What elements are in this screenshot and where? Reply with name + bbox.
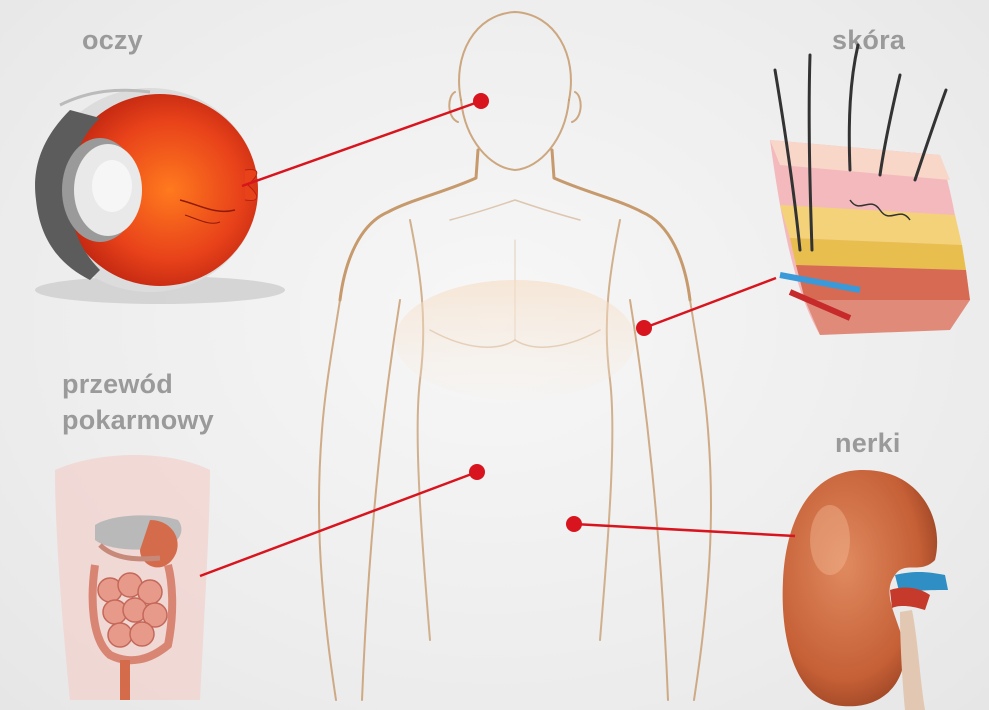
marker-kidneys xyxy=(566,516,582,532)
eye-anatomy-icon xyxy=(35,88,285,304)
marker-eyes xyxy=(473,93,489,109)
skin-layers-icon xyxy=(770,45,970,335)
torso-shading xyxy=(395,280,635,400)
connector-eyes xyxy=(242,101,481,186)
digestive-system-icon xyxy=(55,455,210,700)
marker-digestive xyxy=(469,464,485,480)
marker-skin xyxy=(636,320,652,336)
connector-digestive xyxy=(200,472,477,576)
kidney-icon xyxy=(783,470,948,710)
connector-skin xyxy=(644,278,776,328)
